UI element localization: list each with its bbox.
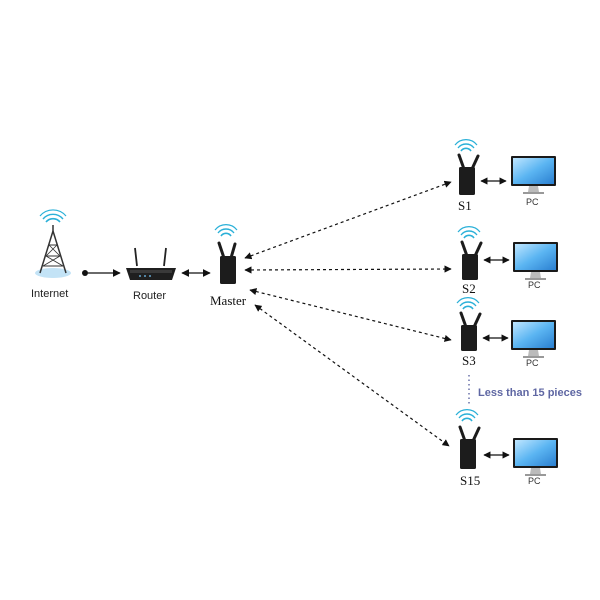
internet-label: Internet xyxy=(31,288,69,300)
pc-monitor-icon xyxy=(511,156,556,194)
internet-tower-icon xyxy=(35,209,71,278)
pc-label: PC xyxy=(526,358,539,368)
pc-label: PC xyxy=(528,280,541,290)
master-label: Master xyxy=(210,293,247,308)
capacity-note: Less than 15 pieces xyxy=(478,387,582,399)
master-device-icon xyxy=(214,224,238,284)
pc-monitor-icon xyxy=(513,242,558,280)
slave-label: S15 xyxy=(460,473,481,488)
router-label: Router xyxy=(133,290,167,302)
link-s15 xyxy=(254,304,450,447)
slave-s1-device-icon xyxy=(454,139,480,195)
pc-monitor-icon xyxy=(511,320,556,358)
slave-label: S3 xyxy=(462,353,476,368)
slave-s15-device-icon xyxy=(455,409,481,469)
pc-monitor-icon xyxy=(513,438,558,476)
link-s1 xyxy=(244,180,452,260)
pc-label: PC xyxy=(528,476,541,486)
pc-label: PC xyxy=(526,197,539,207)
slave-s3-device-icon xyxy=(456,297,482,351)
slave-s2-device-icon xyxy=(457,226,483,280)
slave-label: S1 xyxy=(458,198,472,213)
master-slave-links xyxy=(244,180,452,447)
link-s2 xyxy=(244,265,452,274)
slave-label: S2 xyxy=(462,281,476,296)
link-s3 xyxy=(249,288,452,342)
router-icon xyxy=(126,247,176,280)
internet-router-link xyxy=(82,269,121,277)
